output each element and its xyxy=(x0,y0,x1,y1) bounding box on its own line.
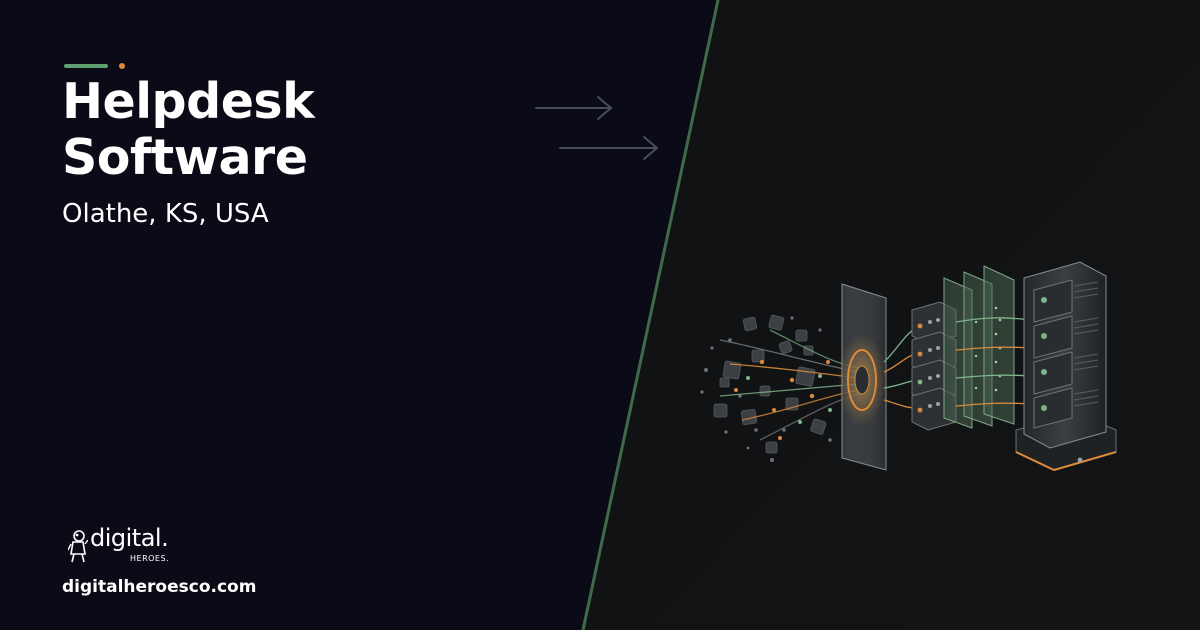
green-layers xyxy=(943,265,1031,429)
logo-wordmark: digital. xyxy=(90,524,169,552)
title-line-1: Helpdesk xyxy=(62,73,315,130)
right-panel-bg xyxy=(583,0,1200,630)
page-title: Helpdesk Software xyxy=(62,73,315,186)
website-url: digitalheroesco.com xyxy=(62,577,257,597)
hero-mascot-icon xyxy=(68,530,88,563)
title-line-2: Software xyxy=(62,129,308,186)
data-particles xyxy=(700,314,832,462)
logo-subtext: HEROES. xyxy=(130,554,170,563)
brand-logo: digital. HEROES. xyxy=(68,524,198,572)
arrow-right-icon xyxy=(559,136,659,160)
accent-orange-dot xyxy=(119,63,125,69)
accent-bar-icon xyxy=(64,63,134,71)
server-tower xyxy=(1015,261,1117,472)
diagonal-divider xyxy=(581,0,720,630)
location-subtitle: Olathe, KS, USA xyxy=(62,199,269,229)
filter-panel xyxy=(838,283,887,471)
accent-green-bar xyxy=(64,64,108,68)
arrow-right-icon xyxy=(535,96,613,120)
